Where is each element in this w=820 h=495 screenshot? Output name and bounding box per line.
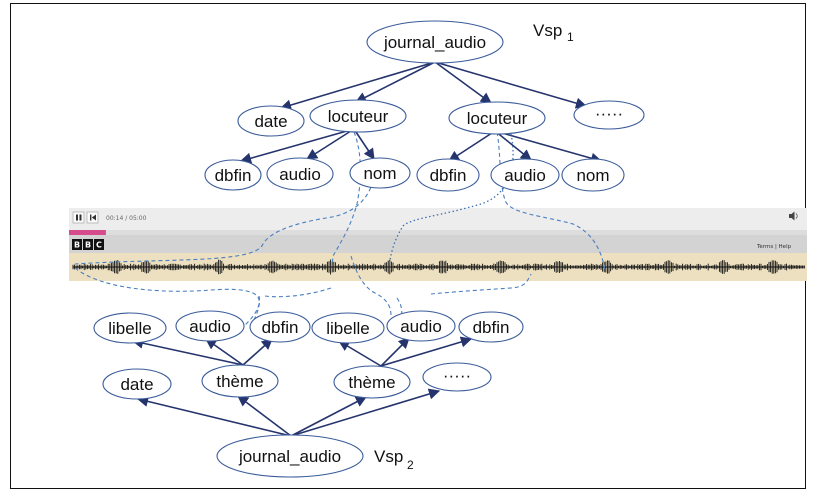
bottom-leaf-dbfin-2[interactable]: dbfin	[458, 311, 524, 343]
top-leaf-audio1-label: audio	[279, 165, 321, 184]
top-root-node[interactable]: journal_audio	[366, 20, 504, 64]
edge-bottom-theme1-libelle	[131, 337, 244, 366]
bbc-letter-b1: B	[74, 241, 80, 250]
bottom-more-label: ·····	[443, 366, 471, 385]
top-node-date[interactable]: date	[237, 105, 305, 137]
audio-waveform[interactable]	[72, 259, 805, 275]
bottom-root-label: journal_audio	[238, 447, 341, 466]
edge-bottom-theme2-audio	[380, 337, 410, 367]
edge-bottom-root-more	[290, 388, 441, 437]
skip-back-button[interactable]	[86, 211, 99, 224]
top-view-label: Vsp 1	[533, 21, 574, 44]
edge-bottom-root-theme2	[290, 396, 367, 437]
bottom-view-name: Vsp	[374, 447, 403, 466]
player-header-band	[69, 235, 807, 253]
link-locuteur1-segment-end	[331, 131, 361, 267]
bottom-leaf-audio1-label: audio	[189, 317, 231, 336]
progress-fill	[69, 230, 106, 235]
bottom-leaf-audio-1[interactable]: audio	[175, 310, 245, 342]
top-view-name: Vsp	[533, 21, 562, 40]
edge-top-loc1-audio	[306, 128, 355, 160]
bottom-leaf-libelle-2[interactable]: libelle	[311, 312, 385, 344]
top-leaf-audio-1[interactable]: audio	[266, 157, 334, 191]
top-node-locuteur-2[interactable]: locuteur	[448, 101, 546, 135]
terms-help-links[interactable]: Terms | Help	[756, 244, 792, 250]
link-theme2-boundary	[430, 273, 532, 295]
edge-bottom-theme1-dbfin	[242, 338, 273, 366]
edge-top-loc2-dbfin	[448, 130, 496, 162]
link-segment-theme2	[350, 255, 392, 317]
pause-button[interactable]	[72, 211, 85, 224]
top-leaf-nom-1[interactable]: nom	[349, 157, 411, 189]
audio-player: 00:14 / 05:00 B B C Terms | Help	[69, 208, 807, 281]
edge-top-root-more	[434, 61, 588, 109]
bottom-theme1-label: thème	[216, 372, 263, 391]
top-leaf-audio-2[interactable]: audio	[490, 158, 560, 192]
top-node-locuteur-1[interactable]: locuteur	[309, 99, 407, 133]
edge-bottom-theme1-audio	[205, 338, 244, 366]
bottom-tree-edges	[131, 336, 473, 437]
bottom-leaf-dbfin2-label: dbfin	[473, 318, 510, 337]
bottom-view-label: Vsp 2	[374, 447, 414, 472]
top-view-subscript: 1	[567, 30, 574, 44]
top-leaf-dbfin1-label: dbfin	[215, 166, 252, 185]
top-leaf-dbfin2-label: dbfin	[430, 166, 467, 185]
bbc-letter-c: C	[96, 241, 102, 250]
diagram-frame: 00:14 / 05:00 B B C Terms | Help	[10, 3, 807, 489]
link-theme2-audio	[396, 297, 403, 319]
player-toolbar	[69, 208, 807, 230]
bottom-node-more[interactable]: ·····	[422, 362, 492, 392]
top-locuteur1-label: locuteur	[328, 107, 389, 126]
time-display: 00:14 / 05:00	[106, 215, 147, 222]
top-leaf-audio2-label: audio	[504, 166, 546, 185]
edge-top-loc2-nom	[494, 130, 603, 164]
top-tree-nodes: journal_audio Vsp 1 date locuteur locute…	[204, 20, 645, 192]
link-theme1-boundary	[264, 287, 332, 298]
bottom-leaf-dbfin-1[interactable]: dbfin	[249, 311, 311, 343]
bottom-node-theme-1[interactable]: thème	[201, 364, 279, 398]
bottom-node-date[interactable]: date	[102, 368, 172, 400]
edge-bottom-root-theme1	[237, 395, 292, 437]
edge-bottom-theme2-dbfin	[380, 336, 473, 367]
progress-track[interactable]	[69, 230, 807, 235]
edge-top-root-locuteur2	[434, 61, 492, 104]
edge-top-root-date	[279, 61, 436, 111]
top-leaf-dbfin-2[interactable]: dbfin	[416, 158, 480, 192]
top-node-more[interactable]: ·····	[573, 100, 645, 130]
bottom-date-label: date	[120, 375, 153, 394]
bottom-leaf-dbfin1-label: dbfin	[262, 318, 299, 337]
bottom-leaf-audio2-label: audio	[400, 317, 442, 336]
link-segment-theme1	[74, 267, 260, 335]
tree-diagram: 00:14 / 05:00 B B C Terms | Help	[69, 20, 807, 478]
edge-top-loc1-dbfin	[239, 128, 355, 164]
bottom-root-node[interactable]: journal_audio	[216, 434, 364, 478]
link-locuteur2-segment-end	[496, 131, 606, 271]
top-leaf-dbfin-1[interactable]: dbfin	[204, 159, 262, 191]
bottom-leaf-audio-2[interactable]: audio	[386, 310, 456, 342]
edge-top-root-locuteur1	[355, 61, 436, 103]
top-leaf-nom-2[interactable]: nom	[561, 158, 625, 192]
edge-top-loc2-audio	[494, 130, 532, 161]
bottom-theme2-label: thème	[348, 373, 395, 392]
bbc-logo: B B C	[72, 239, 104, 250]
bottom-node-theme-2[interactable]: thème	[333, 365, 411, 399]
bottom-tree-nodes: libelle audio dbfin libelle audio dbfin …	[93, 310, 524, 478]
top-tree-edges	[239, 61, 603, 164]
bottom-leaf-libelle2-label: libelle	[326, 319, 369, 338]
bottom-leaf-libelle-1[interactable]: libelle	[93, 312, 167, 344]
top-more-label: ·····	[595, 104, 623, 123]
edge-top-loc1-nom	[353, 128, 375, 160]
volume-icon[interactable]	[789, 211, 798, 221]
bottom-leaf-libelle1-label: libelle	[108, 319, 151, 338]
edge-bottom-theme2-libelle	[338, 340, 382, 367]
top-root-label: journal_audio	[383, 33, 486, 52]
top-date-label: date	[254, 112, 287, 131]
top-leaf-nom1-label: nom	[363, 164, 396, 183]
top-locuteur2-label: locuteur	[467, 109, 528, 128]
top-leaf-nom2-label: nom	[576, 166, 609, 185]
edge-bottom-root-date	[136, 395, 292, 437]
bottom-view-subscript: 2	[407, 458, 414, 472]
bbc-letter-b2: B	[85, 241, 91, 250]
